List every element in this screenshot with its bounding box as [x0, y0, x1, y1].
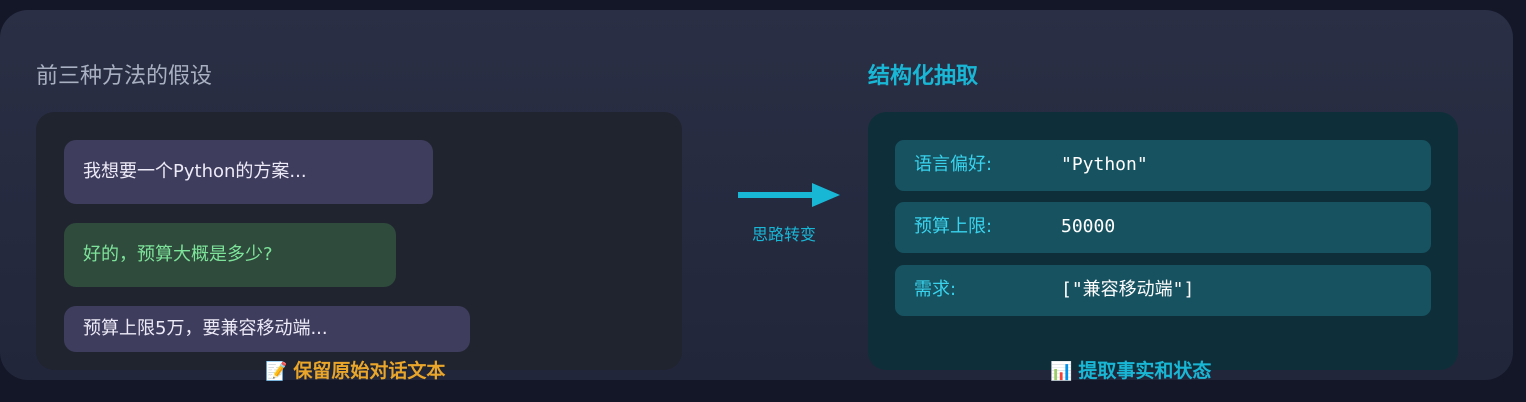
field-row-language: 语言偏好: "Python": [895, 140, 1431, 191]
transition-label: 思路转变: [752, 225, 817, 244]
memo-icon: 📝: [265, 360, 288, 382]
right-arrow-icon: [738, 183, 840, 207]
field-value: ["兼容移动端"]: [1061, 279, 1195, 300]
assistant-message-bubble: 好的，预算大概是多少?: [64, 223, 396, 287]
field-row-needs: 需求: ["兼容移动端"]: [895, 265, 1431, 316]
field-key: 预算上限:: [914, 216, 993, 237]
bar-chart-icon: 📊: [1050, 360, 1073, 382]
field-row-budget: 预算上限: 50000: [895, 202, 1431, 253]
user-message-bubble: 我想要一个Python的方案...: [64, 140, 433, 204]
right-caption: 📊 提取事实和状态: [1050, 362, 1211, 381]
left-caption: 📝 保留原始对话文本: [265, 362, 445, 381]
user-message-bubble: 预算上限5万，要兼容移动端...: [64, 306, 470, 352]
left-caption-text: 保留原始对话文本: [293, 360, 446, 382]
field-value: "Python": [1061, 154, 1148, 175]
left-section-title: 前三种方法的假设: [36, 64, 213, 89]
field-key: 语言偏好:: [914, 154, 993, 175]
field-key: 需求:: [914, 279, 957, 300]
field-value: 50000: [1061, 216, 1116, 237]
right-caption-text: 提取事实和状态: [1078, 360, 1212, 382]
right-section-title: 结构化抽取: [868, 64, 979, 89]
